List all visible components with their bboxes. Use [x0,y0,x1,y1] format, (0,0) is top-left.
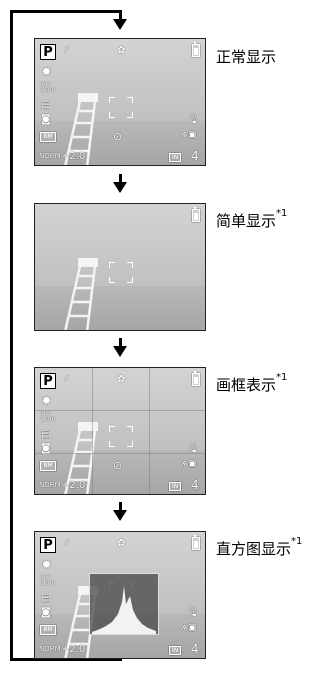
sun-icon: ✹ [41,65,52,80]
microphone-icon: 🎙 [187,114,200,125]
af-frame-tl [109,262,115,268]
histogram-graph [92,586,156,634]
display-label-simple: 简单显示*1 [216,208,288,230]
image-stabilizer-icon: ѧ▣ [181,130,197,140]
flow-left-line [10,10,13,661]
microphone-icon: 🎙 [187,607,200,618]
iso-indicator: ISO 1600 [40,410,56,423]
normal-display-screen: P ⚡ ✿ ✹ ISO 1600 ▤ ◙ 8M NORM +2.0 ⊘ 🎙 ѧ▣… [34,38,206,166]
sequential-icon: ▤ [41,100,51,111]
af-frame-tl [109,426,115,432]
quality-indicator: NORM [39,481,61,489]
arrow-2-down-icon [113,182,127,193]
ground [35,450,205,494]
sun-icon: ✹ [41,394,52,409]
af-frame-bl [109,441,115,447]
microphone-icon: 🎙 [187,443,200,454]
shots-remaining: 4 [191,642,199,656]
af-frame-br [127,277,133,283]
image-stabilizer-icon: ѧ▣ [181,623,197,633]
arrow-1-stem [119,11,122,21]
af-frame-tl [109,97,115,103]
self-timer-icon: ⊘ [113,130,123,143]
iso-indicator: ISO 1600 [40,81,56,94]
shooting-mode-indicator: P [40,44,56,60]
macro-flower-icon: ✿ [117,374,126,385]
memory-indicator: IN [169,153,182,162]
grid-display-screen: P ⚡ ✿ ✹ ISO 1600 ▤ ◙ 8M NORM +2.0 ⊘ 🎙 ѧ▣… [34,367,206,495]
image-size-indicator: 8M [40,132,56,142]
macro-flower-icon: ✿ [117,538,126,549]
sequential-icon: ▤ [41,429,51,440]
af-frame-bl [109,112,115,118]
image-stabilizer-icon: ѧ▣ [181,459,197,469]
quality-indicator: NORM [39,152,61,160]
arrow-3-down-icon [113,346,127,357]
flash-auto-icon: ⚡ [63,45,71,56]
af-frame-tr [127,426,133,432]
grid-horizontal-line [35,453,205,454]
macro-flower-icon: ✿ [117,45,126,56]
quality-indicator: NORM [39,645,61,653]
self-timer-icon: ⊘ [113,459,123,472]
ground [35,286,205,330]
af-frame-br [127,112,133,118]
metering-icon: ◙ [41,443,51,454]
battery-icon [192,535,200,550]
arrow-4-down-icon [113,510,127,521]
image-size-indicator: 8M [40,461,56,471]
arrow-1-down-icon [113,19,127,30]
grid-horizontal-line [35,410,205,411]
af-frame-br [127,441,133,447]
memory-indicator: IN [169,482,182,491]
simple-display-screen [34,203,206,331]
sun-icon: ✹ [41,558,52,573]
grid-vertical-line [92,368,93,494]
memory-indicator: IN [169,646,182,655]
display-label-normal: 正常显示 [216,48,277,66]
lifeguard-chair-image [64,93,98,165]
image-size-indicator: 8M [40,625,56,635]
flash-auto-icon: ⚡ [63,374,71,385]
arrow-3-stem [119,338,122,347]
af-frame-tr [127,262,133,268]
sequential-icon: ▤ [41,593,51,604]
af-frame-tr [127,97,133,103]
shooting-mode-indicator: P [40,537,56,553]
exposure-value: +2.0 [61,644,86,655]
battery-icon [192,207,200,222]
exposure-value: +2.0 [61,480,86,491]
shooting-mode-indicator: P [40,373,56,389]
lifeguard-chair-image [64,422,98,494]
af-frame-bl [109,277,115,283]
shots-remaining: 4 [191,149,199,163]
battery-icon [192,371,200,386]
ground [35,121,205,165]
histogram-display-screen: P ⚡ ✿ ✹ ISO 1600 ▤ ◙ 8M NORM +2.0 🎙 ѧ▣ I… [34,531,206,659]
battery-icon [192,42,200,57]
arrow-4-stem [119,502,122,511]
exposure-value: +2.0 [61,151,86,162]
arrow-2-stem [119,174,122,183]
flow-top-line [10,10,122,13]
flash-auto-icon: ⚡ [63,538,71,549]
display-label-grid: 画框表示*1 [216,372,288,394]
metering-icon: ◙ [41,114,51,125]
lifeguard-chair-image [64,258,98,330]
shots-remaining: 4 [191,478,199,492]
display-label-histogram: 直方图显示*1 [216,536,303,558]
metering-icon: ◙ [41,607,51,618]
flow-bottom-line [10,658,122,661]
histogram-panel [89,573,159,635]
grid-vertical-line [149,368,150,494]
iso-indicator: ISO 1600 [40,574,56,587]
